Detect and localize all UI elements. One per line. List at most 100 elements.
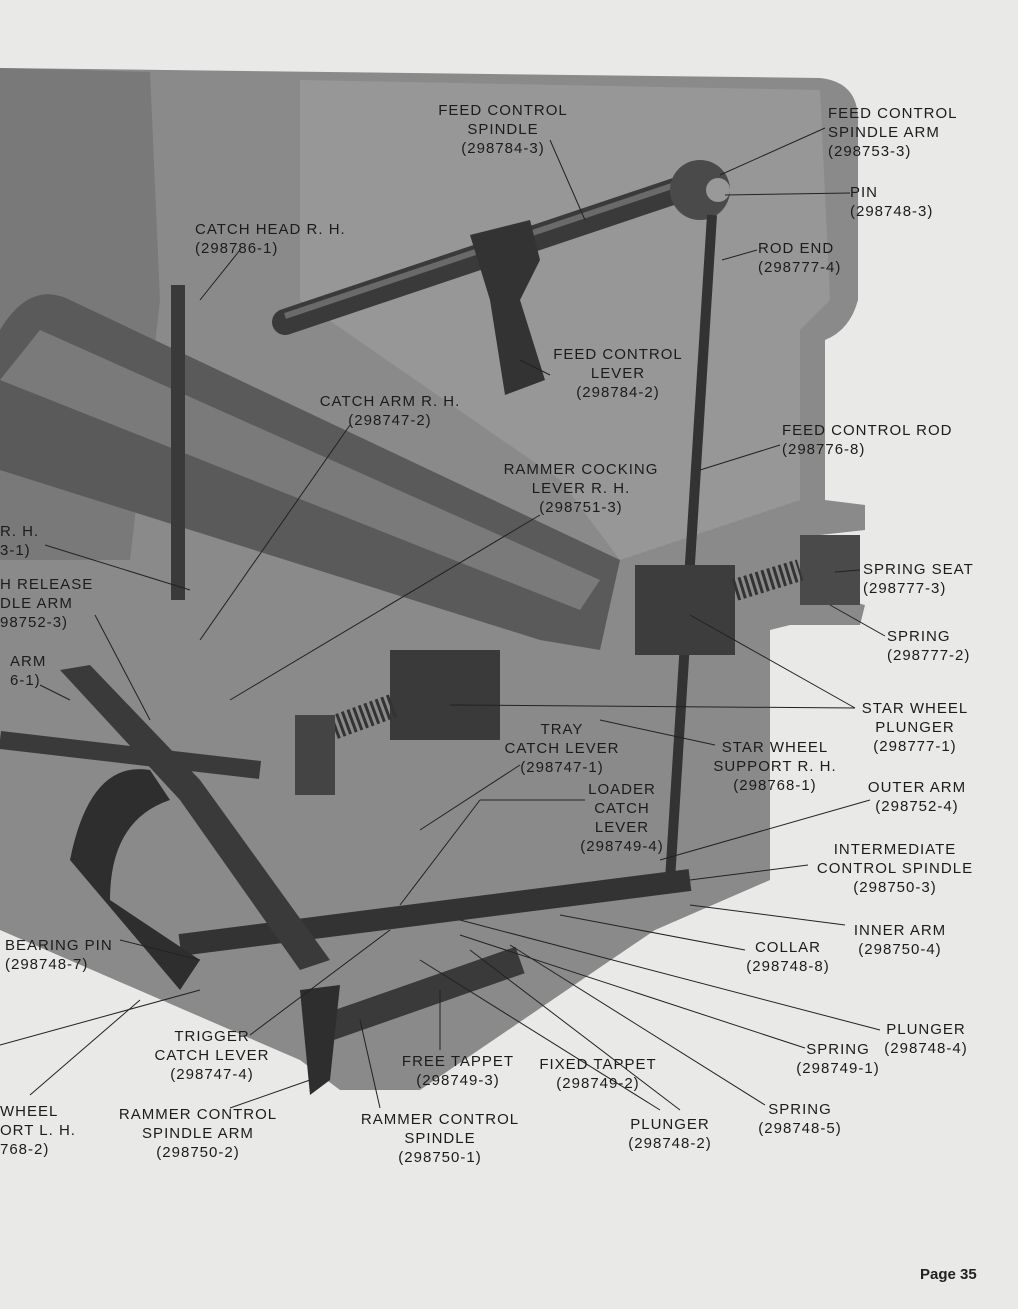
callout-label-line: ARM bbox=[10, 653, 47, 670]
callout-label: SPRING(298749-1) bbox=[796, 1040, 879, 1078]
callout-label: TRAY CATCH LEVER (298747-1) bbox=[505, 720, 620, 777]
callout-label: R. H. 3-1) bbox=[0, 522, 39, 560]
callout-label: INNER ARM(298750-4) bbox=[854, 921, 946, 959]
callout-label: WHEEL ORT L. H. 768-2) bbox=[0, 1102, 76, 1159]
callout-label-line: SPINDLE bbox=[467, 121, 539, 138]
callout-label-line: (298750-3) bbox=[853, 879, 937, 896]
callout-label-line: (298749-4) bbox=[580, 838, 664, 855]
callout-label-line: (298748-4) bbox=[884, 1040, 968, 1057]
callout-label-line: SPRING bbox=[887, 628, 951, 645]
callout-label-line: (298784-2) bbox=[576, 384, 660, 401]
callout-label-line: FIXED TAPPET bbox=[539, 1056, 657, 1073]
callout-label-line: FEED CONTROL ROD bbox=[782, 422, 953, 439]
callout-label-line: PLUNGER bbox=[886, 1021, 966, 1038]
callout-label-line: H RELEASE bbox=[0, 576, 94, 593]
callout-label-line: PLUNGER bbox=[630, 1116, 710, 1133]
callout-label-line: LEVER bbox=[594, 819, 650, 836]
rammer-control-spindle-arm bbox=[300, 985, 340, 1095]
callout-label-line: BEARING PIN bbox=[5, 937, 113, 954]
callout-label: ROD END (298777-4) bbox=[758, 239, 841, 277]
callout-label-line: (298748-5) bbox=[758, 1120, 842, 1137]
callout-label-line: (298749-3) bbox=[416, 1072, 500, 1089]
callout-label-line: CONTROL SPINDLE bbox=[816, 860, 974, 877]
callout-label-line: OUTER ARM bbox=[867, 779, 967, 796]
callout-label-line: DLE ARM bbox=[0, 595, 73, 612]
callout-label-line: RAMMER CONTROL bbox=[360, 1111, 520, 1128]
callout-label: FIXED TAPPET (298749-2) bbox=[539, 1055, 656, 1093]
callout-label-line: SPINDLE ARM bbox=[828, 124, 940, 141]
callout-label-line: TRAY bbox=[540, 721, 584, 738]
callout-label-line: ROD END bbox=[758, 240, 835, 257]
rammer-tube-highlight bbox=[0, 330, 600, 610]
callout-label-line: COLLAR bbox=[754, 939, 822, 956]
rammer-control-spindle bbox=[315, 946, 525, 1044]
callout-label-line: (298748-8) bbox=[746, 958, 830, 975]
callout-label-line: SPINDLE bbox=[404, 1130, 476, 1147]
star-wheel-plunger-block-left bbox=[390, 650, 500, 740]
callout-label-line: (298747-1) bbox=[520, 759, 604, 776]
callout-label-line: (298777-4) bbox=[758, 259, 842, 276]
page-number: Page 35 bbox=[920, 1266, 977, 1283]
leader-lines bbox=[0, 127, 886, 1111]
callout-label-line: SPINDLE ARM bbox=[142, 1125, 254, 1142]
callout-label: CATCH ARM R. H. (298747-2) bbox=[320, 392, 461, 430]
callout-label: SPRING (298748-5) bbox=[758, 1100, 841, 1138]
callout-label-line: CATCH ARM R. H. bbox=[319, 393, 461, 410]
callout-label-line: STAR WHEEL bbox=[721, 739, 829, 756]
spring-left bbox=[295, 693, 400, 752]
callout-label: BEARING PIN (298748-7) bbox=[5, 936, 113, 974]
callout-label-line: 6-1) bbox=[10, 672, 41, 689]
callout-label-line: SPRING SEAT bbox=[863, 561, 974, 578]
callout-label-line: SPRING bbox=[768, 1101, 832, 1118]
callout-label-line: TRIGGER bbox=[174, 1028, 250, 1045]
callout-label-line: LEVER R. H. bbox=[531, 480, 631, 497]
callout-label-line: 3-1) bbox=[0, 542, 31, 559]
callout-label-line: (298749-2) bbox=[556, 1075, 640, 1092]
callout-label-line: (298777-2) bbox=[887, 647, 971, 664]
spring-right bbox=[731, 559, 804, 601]
callout-label-line: (298749-1) bbox=[796, 1060, 880, 1077]
callout-label-line: (298747-2) bbox=[348, 412, 432, 429]
callout-label-line: CATCH LEVER bbox=[154, 1047, 270, 1064]
callout-label-line: FREE TAPPET bbox=[401, 1053, 515, 1070]
callout-label-line: (298750-2) bbox=[156, 1144, 240, 1161]
callout-label-line: LOADER bbox=[588, 781, 656, 798]
callout-label-line: LEVER bbox=[590, 365, 646, 382]
callout-label-line: WHEEL bbox=[0, 1103, 59, 1120]
callout-label-line: (298784-3) bbox=[461, 140, 545, 157]
callout-label-line: (298768-1) bbox=[733, 777, 817, 794]
trigger-catch-lever bbox=[60, 665, 330, 970]
callout-label-line: (298752-4) bbox=[875, 798, 959, 815]
callout-label-line: FEED CONTROL bbox=[828, 105, 958, 122]
callout-label-line: (298751-3) bbox=[539, 499, 623, 516]
callout-label: FEED CONTROL ROD (298776-8) bbox=[782, 421, 952, 459]
spindle-arm-knuckle bbox=[670, 160, 730, 220]
callout-label-line: (298786-1) bbox=[195, 240, 279, 257]
callout-label-line: (298776-8) bbox=[782, 441, 866, 458]
callout-label-line: CATCH LEVER bbox=[504, 740, 620, 757]
callout-label: RAMMER CONTROL SPINDLE ARM (298750-2) bbox=[119, 1105, 277, 1162]
spring-seat bbox=[800, 535, 860, 605]
spring-seat-left bbox=[295, 715, 335, 795]
callout-label-line: R. H. bbox=[0, 523, 40, 540]
star-wheel-plunger-block bbox=[635, 565, 735, 655]
callout-label-line: (298748-7) bbox=[5, 956, 89, 973]
callout-label-line: (298750-1) bbox=[398, 1149, 482, 1166]
callout-label-line: 768-2) bbox=[0, 1141, 50, 1158]
callout-label-line: FEED CONTROL bbox=[553, 346, 683, 363]
callout-label-line: RAMMER CONTROL bbox=[118, 1106, 278, 1123]
callout-label: OUTER ARM (298752-4) bbox=[868, 778, 966, 816]
bearing-arm bbox=[70, 769, 200, 990]
callout-label: SPRING SEAT(298777-3) bbox=[863, 560, 974, 598]
callout-label-line: CATCH HEAD R. H. bbox=[195, 221, 346, 238]
callout-label: FEED CONTROL LEVER (298784-2) bbox=[553, 345, 683, 402]
callout-label: ARM 6-1) bbox=[10, 652, 46, 690]
callout-label-line: ORT L. H. bbox=[0, 1122, 76, 1139]
callout-label-line: SUPPORT R. H. bbox=[713, 758, 837, 775]
